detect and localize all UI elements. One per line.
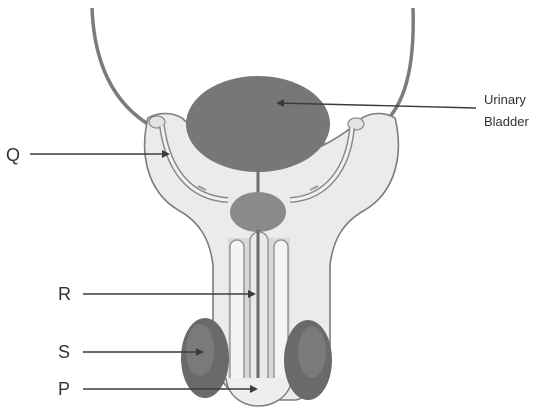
label-r: R — [58, 284, 71, 304]
urinary-bladder-label-line1: Urinary — [484, 92, 526, 107]
left-erectile-column — [230, 240, 244, 388]
right-testis-highlight — [298, 326, 326, 378]
glans — [226, 378, 292, 406]
urinary-bladder-label-line2: Bladder — [484, 114, 529, 129]
label-q: Q — [6, 145, 20, 165]
label-p: P — [58, 379, 70, 399]
prostate-gland — [230, 192, 286, 232]
urinary-bladder — [186, 76, 330, 172]
label-s: S — [58, 342, 70, 362]
